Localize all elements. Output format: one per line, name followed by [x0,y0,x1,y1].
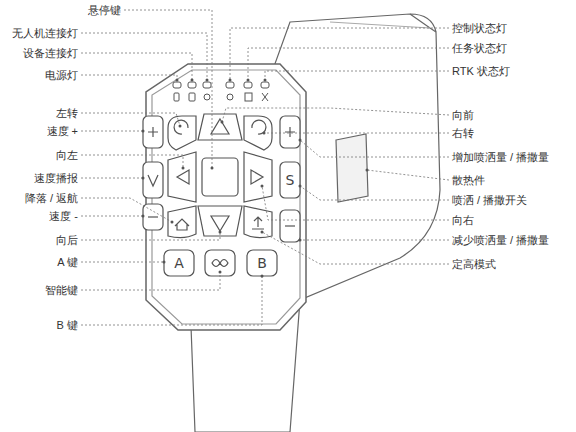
leader-line [300,140,449,157]
callout-label: 电源灯 [45,69,78,82]
leader-line [222,108,449,122]
leader-line [81,272,220,290]
callout-label: A 键 [57,256,78,269]
leader-dot [299,185,302,188]
leader-dot [221,121,224,124]
controller-body [146,14,440,432]
callout-label: 左转 [56,107,78,120]
leader-line [81,33,207,80]
callout-label: 速度播报 [34,172,78,185]
leader-dot [191,79,194,82]
leader-dot [299,139,302,142]
callout-label: 降落 / 返航 [25,192,78,205]
leader-line [230,28,449,80]
leader-line [81,262,164,263]
leader-dot [261,231,264,234]
leader-line [81,75,177,80]
leader-dot [182,167,185,170]
callout-label: 右转 [452,127,474,140]
leader-line [81,53,192,80]
leader-dot [219,231,222,234]
leader-line [262,186,449,220]
heat-sink [336,134,368,202]
leader-dot [163,261,166,264]
callout-label: 向后 [56,234,78,247]
leader-dot [366,169,369,172]
leader-line [367,170,449,180]
lights [173,82,269,101]
leader-line [81,198,172,222]
button-icons [148,119,295,267]
callout-label: 控制状态灯 [452,22,507,35]
callout-label: 智能键 [45,284,78,297]
leader-dot [229,79,232,82]
leader-dot [264,79,267,82]
leader-lines [81,10,449,325]
callout-label: 增加喷洒量 / 播撒量 [452,151,549,164]
leader-dot [142,177,145,180]
callout-label: 定高模式 [452,258,496,271]
leader-line [300,240,449,241]
leader-dot [263,132,266,135]
leader-dot [179,125,182,128]
callout-label: RTK 状态灯 [452,65,510,78]
leader-dot [299,239,302,242]
leader-dot [171,221,174,224]
callout-label: 向前 [452,109,474,122]
leader-dot [261,275,264,278]
callout-label: 设备连接灯 [23,47,78,60]
button-letter: S [286,172,295,188]
button-letter: B [257,255,267,271]
leader-line [81,276,262,325]
callout-label: 速度 - [49,210,78,223]
callout-label: 喷洒 / 播撒开关 [452,194,527,207]
leader-line [124,10,212,168]
leader-dot [206,79,209,82]
leader-dot [247,79,250,82]
button-letter: A [174,255,184,271]
leader-line [300,186,449,200]
leader-line [81,232,220,240]
leader-dot [176,79,179,82]
leader-line [262,232,449,264]
leader-line [264,133,449,134]
leader-dot [219,271,222,274]
leader-dot [261,185,264,188]
leader-line [248,48,449,80]
callout-label: 无人机连接灯 [12,27,78,40]
callout-label: 减少喷洒量 / 播撒量 [452,234,549,247]
leader-line [265,71,449,80]
leader-line [81,178,143,179]
callout-label: 悬停键 [88,4,121,17]
callout-label: B 键 [57,319,78,332]
leader-dot [142,215,145,218]
leader-line [81,131,143,132]
leader-line [81,155,183,168]
buttons [143,114,300,276]
callout-label: 任务状态灯 [452,42,507,55]
callout-label: 散热件 [452,174,485,187]
callout-label: 速度 + [47,125,78,138]
leader-line [81,216,143,217]
leader-line [81,113,180,126]
leader-dot [142,130,145,133]
leader-dot [211,167,214,170]
callout-label: 向右 [452,214,474,227]
callout-label: 向左 [56,149,78,162]
